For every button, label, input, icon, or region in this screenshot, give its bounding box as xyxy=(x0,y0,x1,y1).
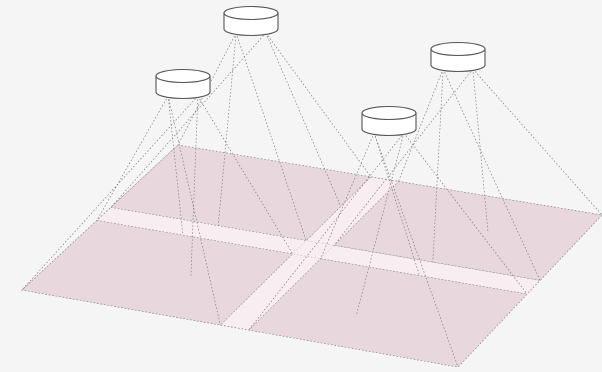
light-ray xyxy=(373,132,459,368)
light-ray xyxy=(472,68,602,216)
light-ray xyxy=(235,32,307,241)
light-ray xyxy=(265,32,342,207)
light-ray xyxy=(167,95,221,326)
light-ray xyxy=(398,68,444,182)
light-ray xyxy=(110,32,267,208)
light-ray xyxy=(333,68,474,246)
fixture-top xyxy=(155,68,211,84)
light-ray xyxy=(96,95,169,221)
fixture-top xyxy=(361,105,417,121)
light-ray xyxy=(442,68,541,281)
light-ray xyxy=(217,32,237,226)
zone-back-left xyxy=(110,144,372,241)
ceiling-light-fixture-icon xyxy=(430,41,486,73)
light-ray xyxy=(197,95,293,255)
zone-front-right xyxy=(248,258,528,368)
light-ray xyxy=(167,95,184,236)
aisle-horizontal xyxy=(96,207,541,295)
light-fixtures xyxy=(155,5,486,137)
light-ray xyxy=(373,132,420,276)
zone-front-left xyxy=(21,220,294,326)
light-ray xyxy=(21,95,199,291)
fixture-top xyxy=(223,5,279,21)
light-ray xyxy=(432,68,444,263)
floor-plane xyxy=(21,144,602,368)
ceiling-light-fixture-icon xyxy=(223,5,279,37)
ceiling-light-fixture-icon xyxy=(155,68,211,100)
light-cone-rays xyxy=(21,32,602,368)
light-ray xyxy=(403,132,528,295)
light-ray xyxy=(472,68,489,232)
fixture-top xyxy=(430,41,486,57)
ceiling-light-fixture-icon xyxy=(361,105,417,137)
